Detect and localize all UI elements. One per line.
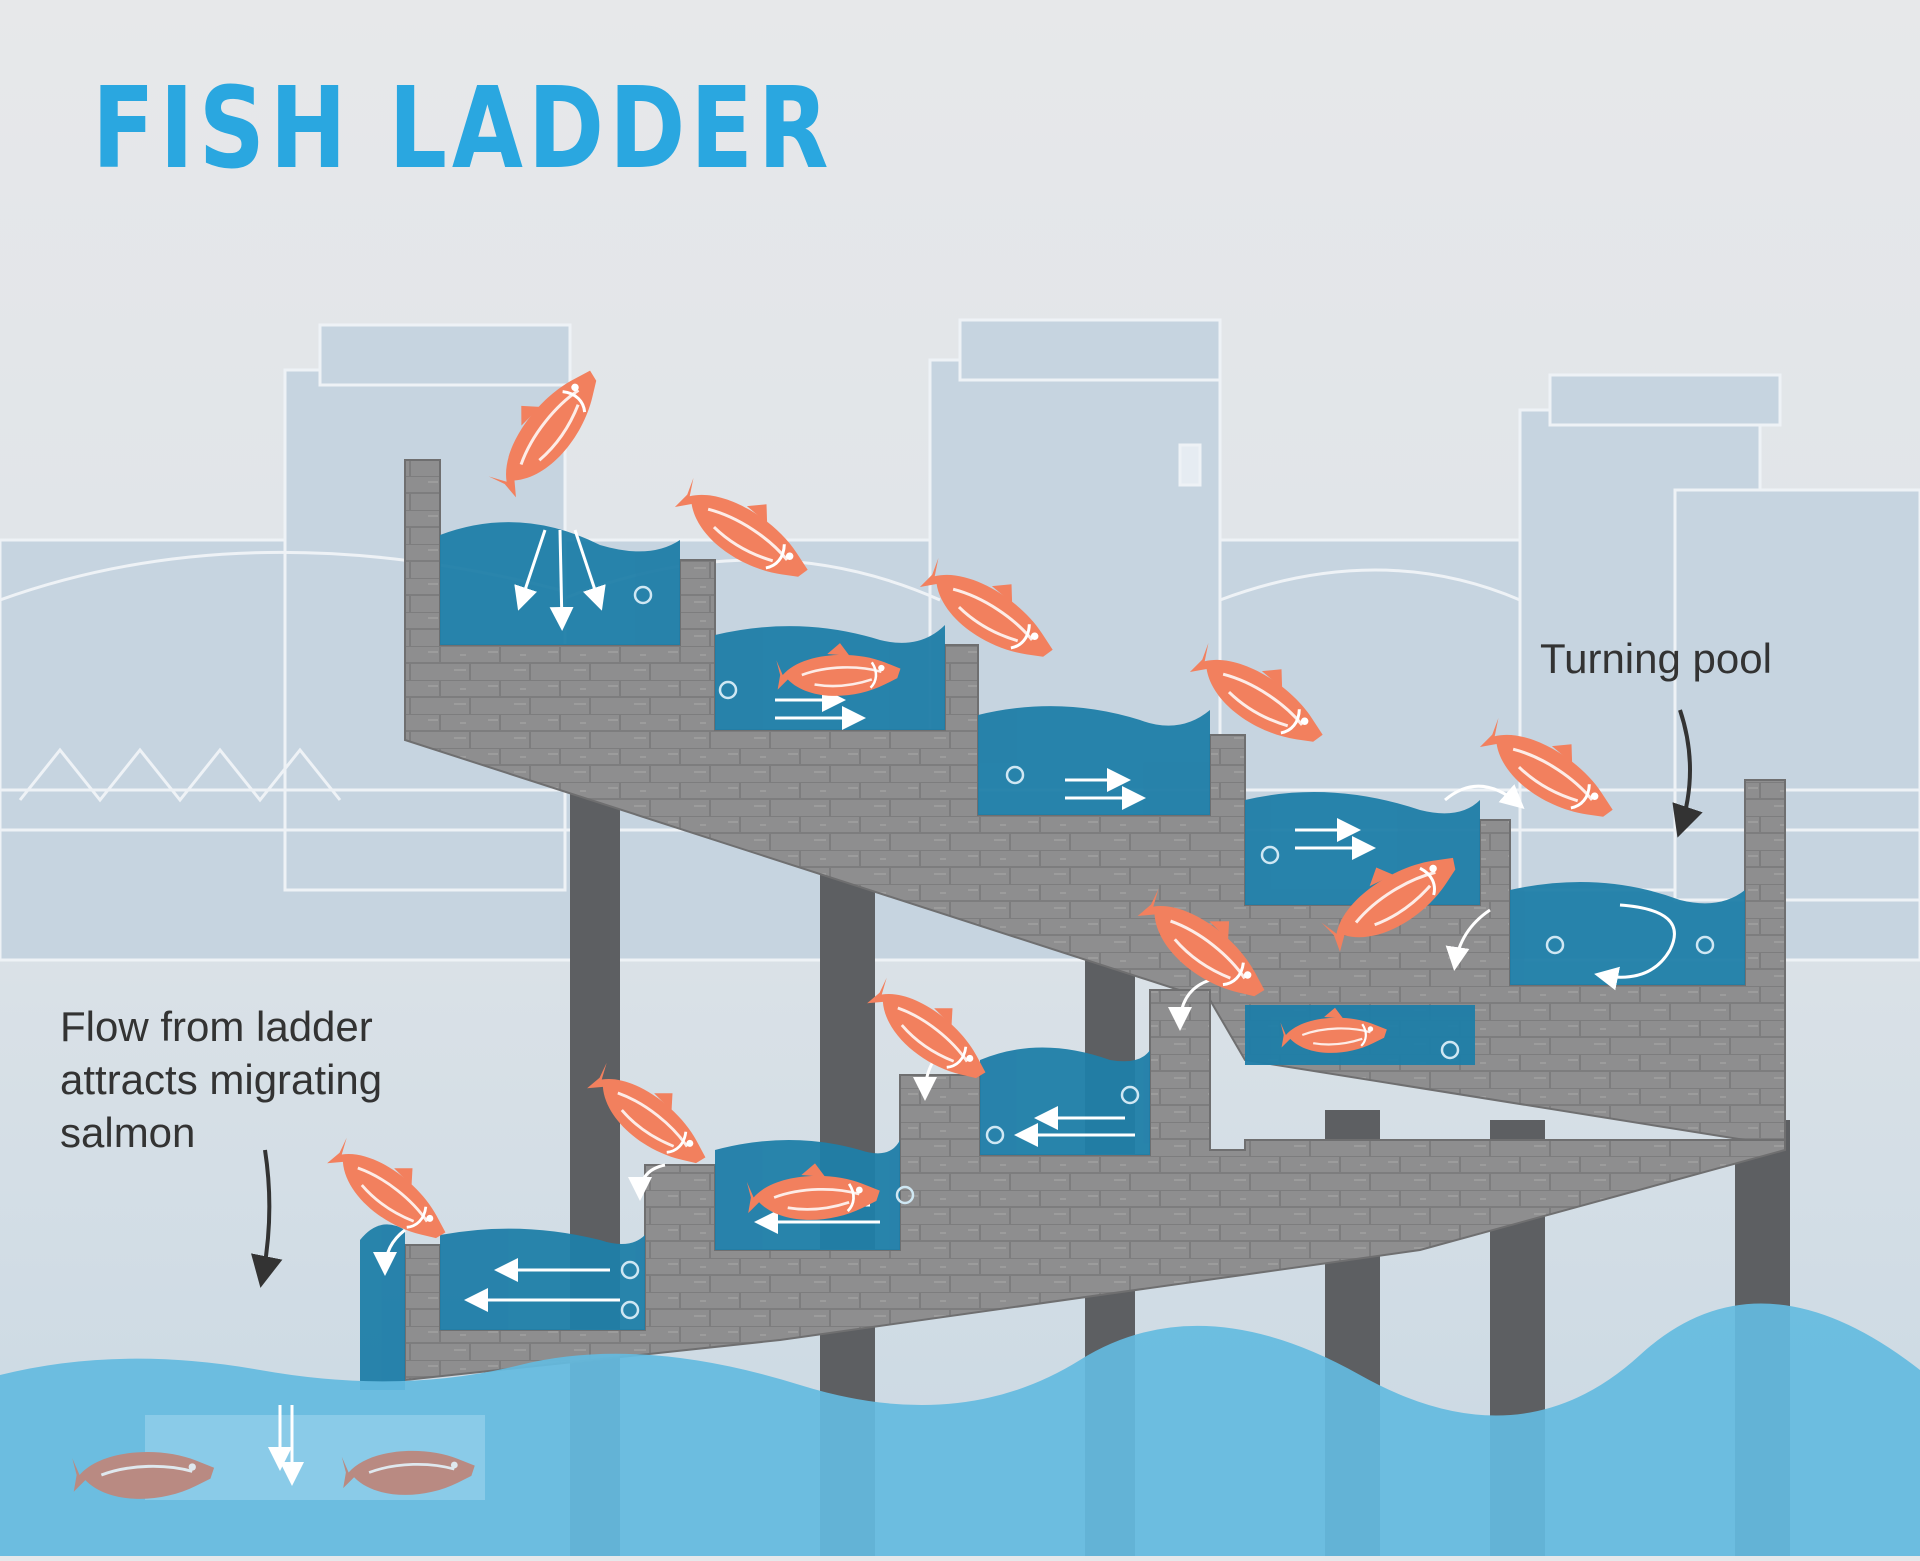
page-title: FISH LADDER	[92, 64, 834, 194]
turning-pool-label: Turning pool	[1540, 635, 1772, 682]
flow-label: Flow from ladder attracts migrating salm…	[60, 1003, 383, 1156]
ladder-pools	[360, 522, 1745, 1390]
down-arrow-icon	[1672, 709, 1703, 838]
label-arrows	[251, 709, 1703, 1288]
down-arrow-icon	[251, 1149, 283, 1288]
swirl-icons	[620, 585, 1715, 1320]
